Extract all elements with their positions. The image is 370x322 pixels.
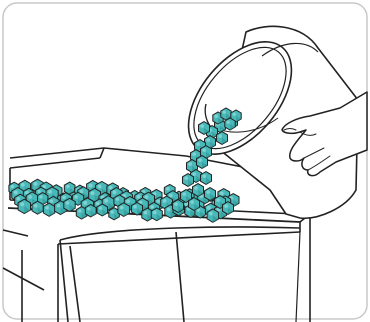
ice-cube-icon — [32, 201, 43, 214]
ice-cube-icon — [225, 118, 235, 130]
ice-cube-icon — [207, 209, 219, 222]
ice-cube-icon — [205, 188, 216, 201]
ice-cube-icon — [217, 132, 228, 145]
ice-cube-icon — [97, 204, 108, 216]
ice-cube-icon — [223, 202, 234, 215]
ice-cube-icon — [183, 174, 194, 187]
ice-cube-icon — [43, 203, 54, 216]
ice-cube-icon — [85, 204, 96, 217]
ice-cube-icon — [151, 208, 162, 221]
ice-cube-icon — [173, 200, 184, 213]
ice-cube-icon — [201, 172, 212, 185]
ice-cube-icon — [18, 199, 30, 213]
ice-cube-icon — [64, 198, 75, 211]
ice-cube-icon — [193, 184, 204, 197]
ice-cube-icon — [189, 198, 200, 211]
ice-cube-icon — [197, 156, 208, 169]
ice-cube-icon — [118, 203, 130, 217]
ice-cube-icon — [131, 202, 142, 215]
